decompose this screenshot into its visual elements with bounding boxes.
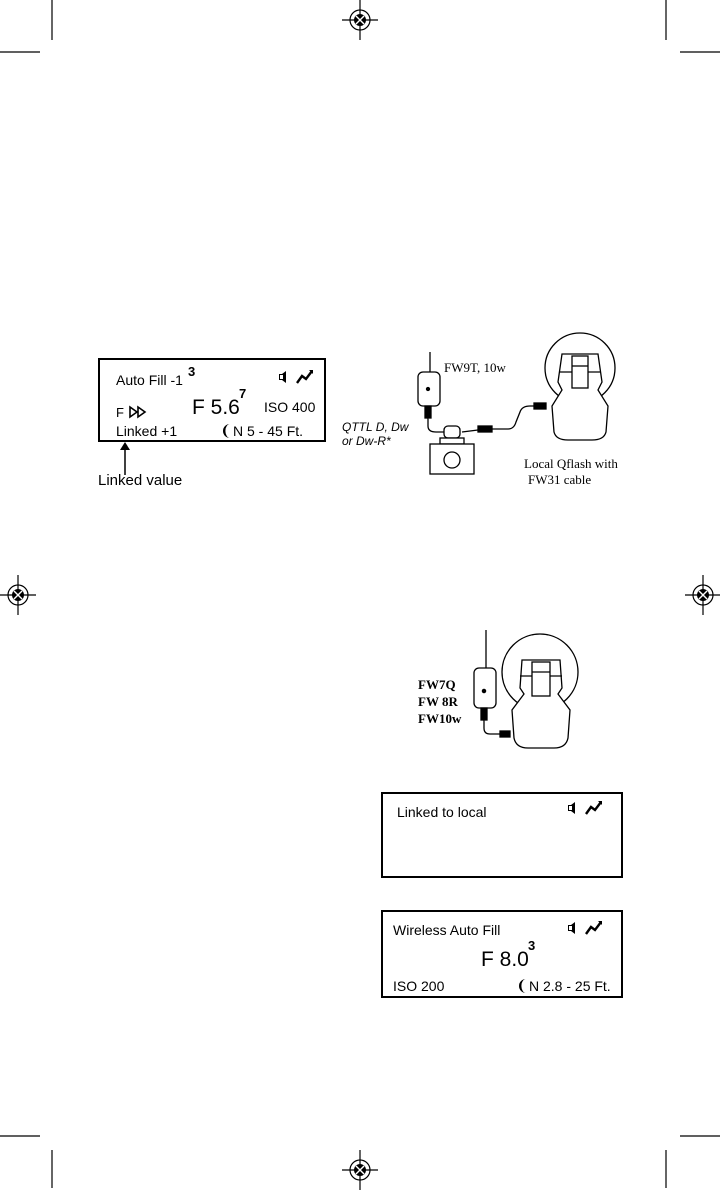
lcd3-mode: Wireless Auto Fill	[393, 923, 500, 937]
link-lightning-icon	[585, 920, 603, 936]
speaker-icon	[567, 801, 577, 815]
camera-label-line1: QTTL D, Dw	[342, 421, 408, 433]
lcd1-iso: ISO 400	[264, 400, 315, 414]
flash-label-line1: Local Qflash with	[524, 457, 618, 470]
registration-mark-icon	[683, 575, 720, 615]
lcd-display-linked-local: Linked to local	[381, 792, 623, 878]
receiver-label-fw7q: FW7Q	[418, 678, 456, 691]
lcd1-aperture-superscript: 7	[239, 387, 246, 400]
lcd1-mode-superscript: 3	[188, 365, 195, 378]
link-lightning-icon	[296, 369, 314, 385]
lcd3-aperture-superscript: 3	[528, 939, 535, 952]
receiver-label-fw10w: FW10w	[418, 712, 461, 725]
fast-forward-icon	[129, 406, 147, 418]
receiver-label-fw8r: FW 8R	[418, 695, 458, 708]
lcd1-linked: Linked +1	[116, 424, 177, 438]
transmitter-label: FW9T, 10w	[444, 361, 506, 374]
lcd1-range: N 5 - 45 Ft.	[233, 424, 303, 438]
registration-mark-icon	[0, 575, 38, 615]
flash-label-line2: FW31 cable	[528, 473, 591, 486]
lcd-display-wireless-auto-fill: Wireless Auto Fill F 8.0 3 ISO 200 N 2.8…	[381, 910, 623, 998]
receiver-flash-diagram	[470, 610, 590, 770]
lcd1-mode: Auto Fill -1	[116, 373, 183, 387]
speaker-icon	[567, 921, 577, 935]
lcd3-aperture: F 8.0	[481, 949, 529, 970]
camera-label-line2: or Dw-R*	[342, 435, 391, 447]
speaker-icon	[278, 370, 288, 384]
linked-value-caption: Linked value	[98, 473, 182, 488]
moon-icon	[518, 978, 528, 994]
moon-icon	[222, 423, 232, 439]
caption-arrow	[119, 440, 131, 476]
lcd3-iso: ISO 200	[393, 979, 444, 993]
registration-mark-icon	[340, 1150, 380, 1190]
registration-mark-icon	[340, 0, 380, 40]
lcd3-range: N 2.8 - 25 Ft.	[529, 979, 611, 993]
lcd1-f-prefix: F	[116, 406, 124, 419]
lcd1-aperture: F 5.6	[192, 397, 240, 418]
link-lightning-icon	[585, 800, 603, 816]
lcd2-text: Linked to local	[397, 805, 487, 819]
lcd-display-auto-fill: Auto Fill -1 3 F F 5.6 7 ISO 400 Linked …	[98, 358, 326, 442]
